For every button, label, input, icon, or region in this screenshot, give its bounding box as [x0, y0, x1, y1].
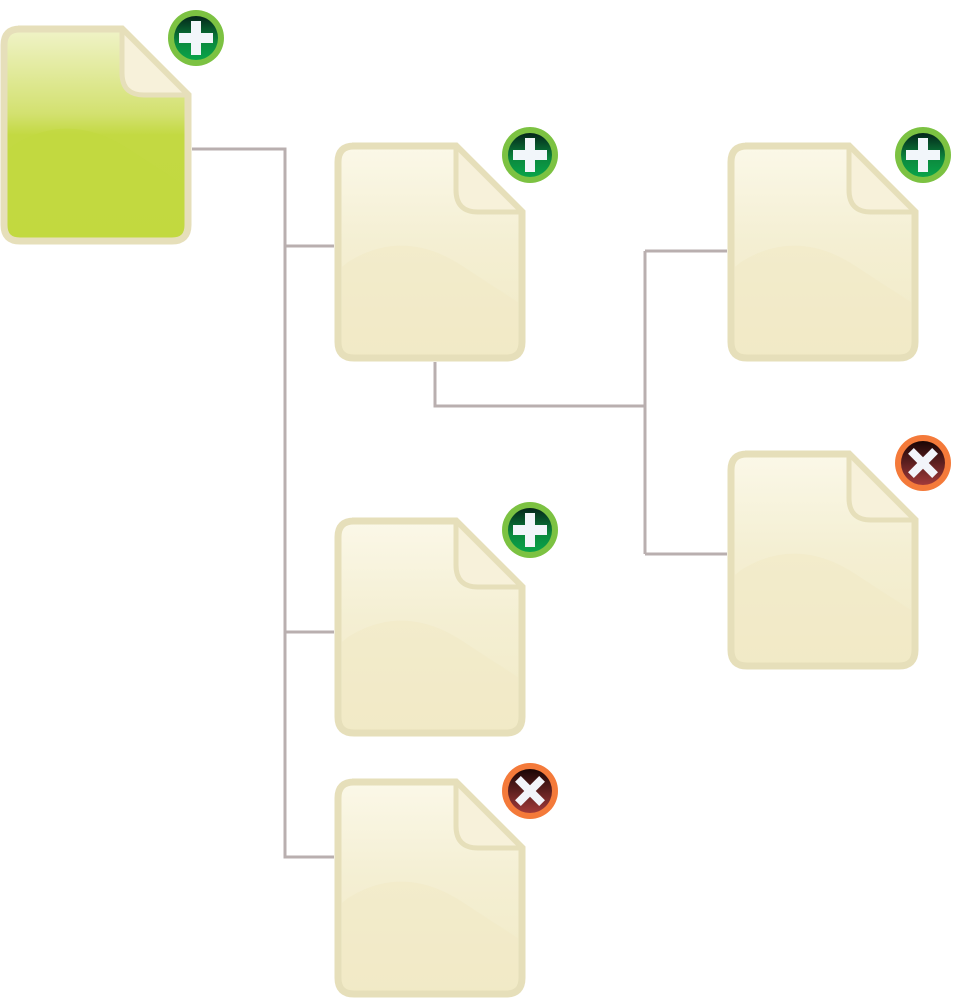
remove-badge-icon[interactable] — [893, 433, 953, 493]
folded-corner — [846, 143, 918, 215]
add-badge-icon[interactable] — [500, 500, 560, 560]
remove-badge-icon[interactable] — [500, 761, 560, 821]
document-shine — [735, 245, 911, 354]
folded-corner — [453, 779, 525, 851]
document-node-child-1[interactable] — [334, 125, 560, 362]
document-node-child-3[interactable] — [334, 761, 560, 998]
connectors — [192, 147, 727, 859]
document-shine — [342, 245, 518, 354]
connector-line — [433, 362, 645, 408]
document-node-child-1-2[interactable] — [727, 433, 953, 670]
folded-corner — [453, 518, 525, 590]
add-badge-icon[interactable] — [893, 125, 953, 185]
folded-corner — [453, 143, 525, 215]
add-badge-icon[interactable] — [500, 125, 560, 185]
folded-corner — [846, 451, 918, 523]
document-shine — [342, 881, 518, 990]
document-node-child-1-1[interactable] — [727, 125, 953, 362]
document-node-root[interactable] — [0, 8, 226, 245]
document-shine — [735, 553, 911, 662]
document-node-child-2[interactable] — [334, 500, 560, 737]
document-shine — [8, 128, 184, 237]
folded-corner — [119, 26, 191, 98]
document-shine — [342, 620, 518, 729]
add-badge-icon[interactable] — [166, 8, 226, 68]
connector-line — [192, 147, 334, 859]
nodes — [0, 8, 953, 998]
